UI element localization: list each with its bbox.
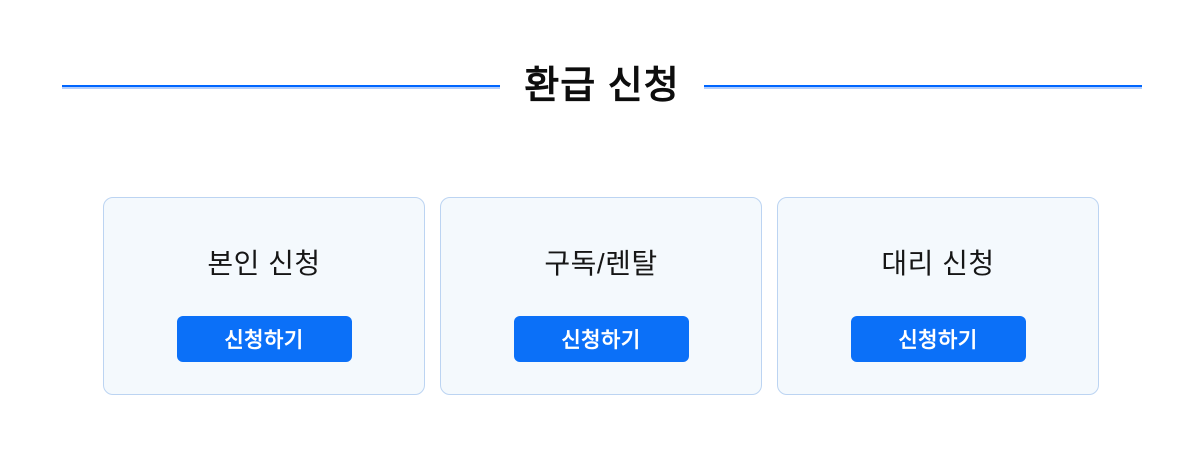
card-title-subscription-rental: 구독/렌탈 [544, 247, 658, 279]
card-proxy-application: 대리 신청 신청하기 [777, 196, 1099, 395]
apply-button-subscription-rental[interactable]: 신청하기 [513, 315, 689, 362]
apply-button-self-application[interactable]: 신청하기 [176, 315, 352, 362]
title-accent-line-left [62, 84, 501, 89]
section-header: 환급 신청 [62, 64, 1142, 110]
card-subscription-rental: 구독/렌탈 신청하기 [440, 196, 762, 395]
card-title-proxy-application: 대리 신청 [881, 247, 995, 279]
title-accent-line-right [703, 84, 1142, 89]
card-self-application: 본인 신청 신청하기 [103, 196, 425, 395]
application-cards-row: 본인 신청 신청하기 구독/렌탈 신청하기 대리 신청 신청하기 [103, 196, 1099, 395]
page-title: 환급 신청 [524, 65, 680, 107]
apply-button-proxy-application[interactable]: 신청하기 [850, 315, 1026, 362]
card-title-self-application: 본인 신청 [207, 247, 321, 279]
